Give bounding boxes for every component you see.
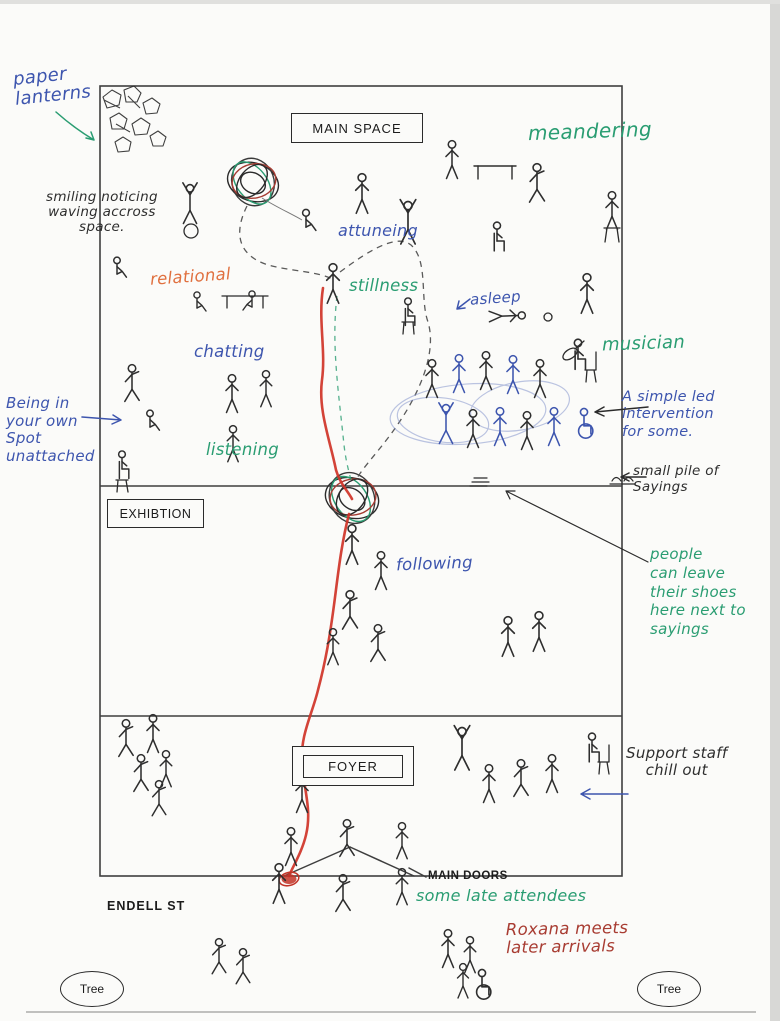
- table: [473, 165, 517, 180]
- stick-figure: [335, 873, 351, 913]
- main-doors-drawing: [283, 846, 427, 878]
- stick-figure: [235, 947, 251, 985]
- tree-right: Tree: [637, 971, 701, 1007]
- intervention-arrow: [594, 406, 649, 417]
- stick-figure: [193, 291, 207, 312]
- stick-figure: [466, 408, 480, 449]
- stick-figure: [133, 753, 149, 793]
- stick-figure: [226, 424, 240, 463]
- stick-figure: [146, 713, 160, 754]
- group-scribble: [389, 380, 571, 446]
- stick-figure: [528, 162, 546, 203]
- unicycle-wheel: [183, 223, 199, 239]
- sleeping-figure: [488, 308, 527, 324]
- asleep-arrow: [456, 298, 471, 310]
- stick-figure: [482, 763, 496, 804]
- stick-figure: [118, 718, 134, 758]
- stick-figure: [117, 450, 130, 480]
- guitar-neck: [574, 340, 585, 350]
- stick-figure: [403, 297, 416, 327]
- stick-figure: [151, 779, 167, 817]
- stick-figure: [605, 190, 619, 231]
- stick-figure: [492, 221, 505, 252]
- stick-figure: [579, 272, 595, 315]
- annotation-arrows: [55, 111, 649, 800]
- wheelchair-figure: [577, 407, 594, 439]
- stick-figure: [341, 589, 359, 630]
- musician-chair: [584, 351, 597, 383]
- guitar: [562, 347, 578, 361]
- stick-figure: [301, 208, 317, 232]
- stick-figure: [425, 358, 439, 399]
- stick-figure: [545, 753, 559, 794]
- exhibition-label: EXHIBTION: [107, 499, 204, 528]
- paper-lanterns-arrow: [55, 111, 95, 141]
- wheelchair-figure: [475, 968, 492, 1000]
- stick-figure: [146, 409, 161, 431]
- stick-figure: [344, 523, 360, 566]
- movement-paths: [239, 205, 432, 481]
- stick-figure: [211, 937, 227, 975]
- stick-figure: [225, 373, 239, 414]
- stick-figure: [533, 358, 547, 399]
- sayings-pile-arrow: [620, 472, 647, 482]
- street-label: ENDELL ST: [107, 899, 186, 913]
- stool-2: [401, 321, 416, 335]
- stick-figure: [113, 256, 128, 278]
- stick-figure: [438, 402, 454, 445]
- main-space-label: MAIN SPACE: [291, 113, 423, 143]
- paper-lanterns-drawing: [102, 85, 167, 153]
- yarn-string: [261, 197, 303, 221]
- stick-figure: [395, 867, 409, 906]
- toy-ball: [543, 312, 553, 322]
- scan-edge-right: [770, 0, 780, 1021]
- sayings-pile: [469, 476, 636, 487]
- support-chair: [597, 744, 610, 775]
- red-journey-path: [287, 286, 354, 878]
- stick-figure: [124, 363, 140, 403]
- stick-figure: [370, 623, 386, 663]
- stick-figure: [182, 182, 198, 225]
- stick-figure: [445, 139, 459, 180]
- stick-figure: [453, 724, 471, 771]
- scan-edge-top: [0, 0, 780, 4]
- furniture: [115, 165, 621, 775]
- stick-figure: [500, 615, 516, 658]
- stick-figure: [354, 172, 370, 215]
- tree-left: Tree: [60, 971, 124, 1007]
- support-staff-arrow: [580, 788, 629, 800]
- foyer-label: FOYER: [303, 754, 403, 778]
- stick-figure: [395, 821, 409, 860]
- stick-figure: [242, 290, 256, 311]
- yarn-ball-top: [226, 157, 280, 207]
- stick-figure: [547, 406, 561, 447]
- shoes-pointer-line: [505, 490, 649, 563]
- foyer-label-outer: FOYER: [292, 746, 414, 786]
- support-staff-figure: [587, 732, 600, 763]
- low-bench: [221, 295, 269, 309]
- stick-figure: [259, 369, 273, 408]
- stick-figure: [374, 550, 388, 591]
- stick-figure: [399, 198, 417, 245]
- stick-figure: [520, 410, 534, 451]
- main-doors-label: MAIN DOORS: [428, 870, 508, 882]
- wall-chair: [115, 479, 129, 493]
- stick-figure: [513, 758, 529, 798]
- stick-figure: [441, 928, 455, 969]
- stick-figure: [452, 353, 466, 394]
- roxana-figure: [271, 862, 287, 905]
- being-in-spot-arrow: [81, 414, 122, 425]
- stick-figure: [531, 610, 547, 653]
- stick-figures: [113, 139, 619, 1000]
- red-wool-end: [278, 871, 300, 887]
- yarn-ball-bottom: [324, 471, 380, 525]
